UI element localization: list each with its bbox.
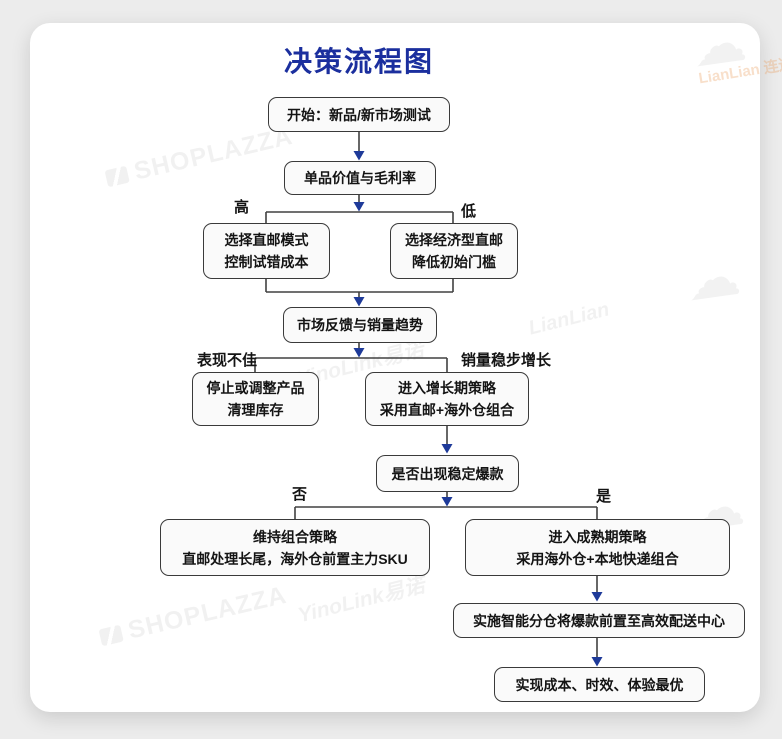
node-growth-strategy: 进入增长期策略 采用直邮+海外仓组合 bbox=[365, 372, 529, 426]
node-economy-direct-mail: 选择经济型直邮 降低初始门槛 bbox=[390, 223, 518, 279]
page-title: 决策流程图 bbox=[283, 46, 434, 77]
node-stop-or-adjust: 停止或调整产品 清理库存 bbox=[192, 372, 319, 426]
node-optimal-result: 实现成本、时效、体验最优 bbox=[494, 667, 705, 702]
node-mature-strategy: 进入成熟期策略 采用海外仓+本地快递组合 bbox=[465, 519, 730, 576]
branch-label-poor-performance: 表现不佳 bbox=[197, 352, 258, 369]
node-maintain-combo-strategy: 维持组合策略 直邮处理长尾，海外仓前置主力SKU bbox=[160, 519, 430, 576]
branch-label-steady-growth: 销量稳步增长 bbox=[461, 352, 552, 369]
node-stable-hit-check: 是否出现稳定爆款 bbox=[376, 455, 519, 492]
node-smart-warehouse: 实施智能分仓将爆款前置至高效配送中心 bbox=[453, 603, 745, 638]
branch-label-yes: 是 bbox=[596, 488, 612, 505]
branch-label-no: 否 bbox=[292, 486, 308, 503]
branch-label-high: 高 bbox=[234, 199, 250, 216]
branch-label-low: 低 bbox=[461, 203, 477, 220]
node-unit-value-margin: 单品价值与毛利率 bbox=[284, 161, 436, 195]
node-direct-mail-mode: 选择直邮模式 控制试错成本 bbox=[203, 223, 330, 279]
node-market-feedback: 市场反馈与销量趋势 bbox=[283, 307, 437, 343]
flowchart-card bbox=[30, 23, 760, 712]
node-start: 开始：新品/新市场测试 bbox=[268, 97, 450, 132]
